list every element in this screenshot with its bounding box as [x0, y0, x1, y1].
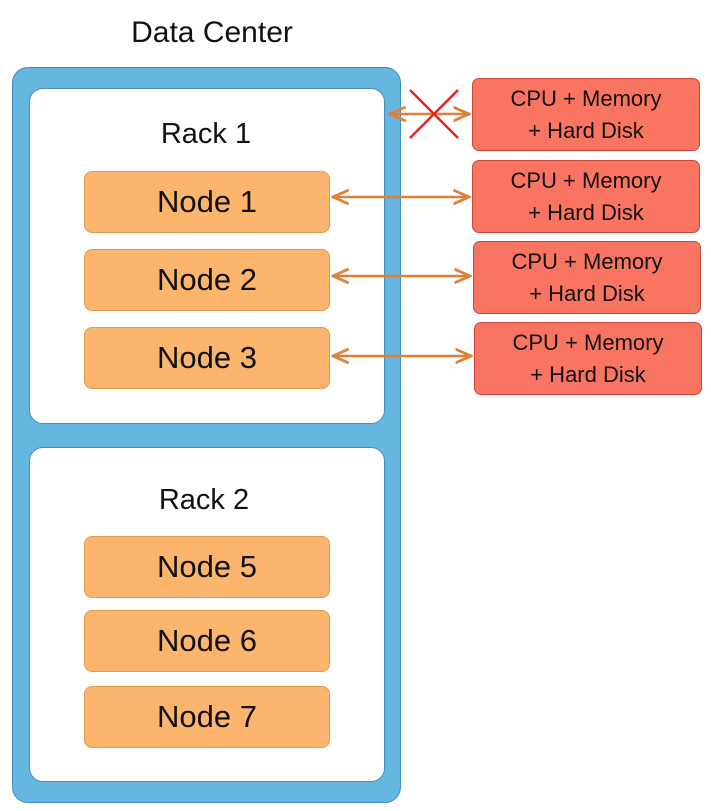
rack-2-label: Rack 2	[158, 484, 250, 516]
resource-line-2: + Hard Disk	[529, 280, 645, 306]
rack-1-label: Rack 1	[160, 118, 252, 150]
resource-line-2: + Hard Disk	[530, 361, 646, 387]
resource-line-1: CPU + Memory	[510, 85, 662, 111]
resource-line-1: CPU + Memory	[511, 248, 663, 274]
resource-box-node-1: CPU + Memory + Hard Disk	[472, 160, 700, 233]
resource-line-1: CPU + Memory	[512, 329, 664, 355]
resource-box-node-2: CPU + Memory + Hard Disk	[473, 241, 701, 314]
node-5: Node 5	[84, 536, 330, 598]
resource-box-rack-1: CPU + Memory + Hard Disk	[472, 78, 700, 151]
resource-box-node-3: CPU + Memory + Hard Disk	[474, 322, 702, 395]
resource-line-2: + Hard Disk	[528, 117, 644, 143]
node-3: Node 3	[84, 327, 330, 389]
blocked-cross-icon	[409, 89, 459, 139]
node-2: Node 2	[84, 249, 330, 311]
resource-line-1: CPU + Memory	[510, 167, 662, 193]
data-center-title: Data Center	[131, 16, 293, 49]
resource-line-2: + Hard Disk	[528, 199, 644, 225]
node-7: Node 7	[84, 686, 330, 748]
node-1: Node 1	[84, 171, 330, 233]
node-6: Node 6	[84, 610, 330, 672]
